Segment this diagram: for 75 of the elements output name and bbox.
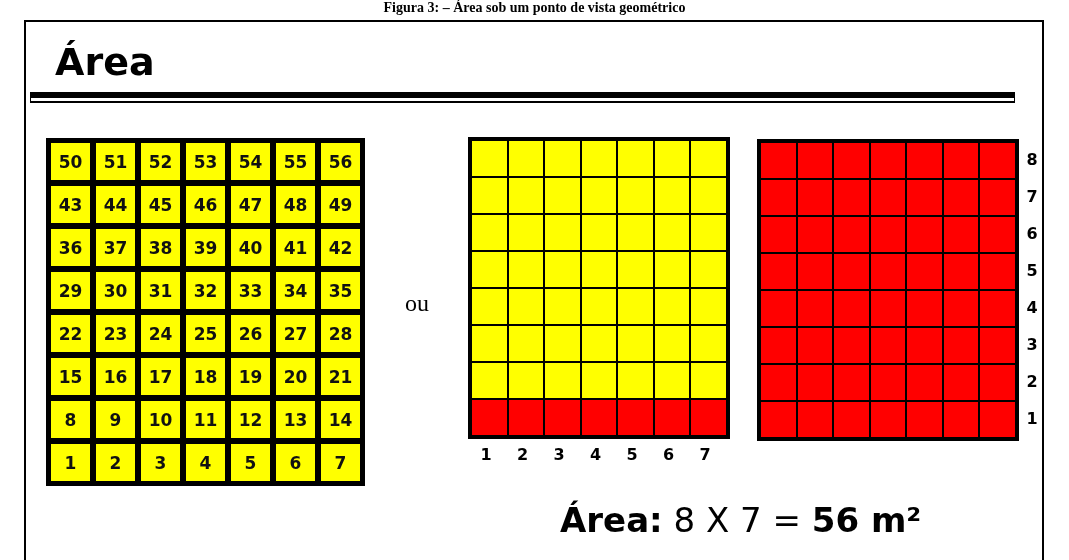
grid-cell: 1: [48, 441, 93, 484]
grid-cell: 30: [93, 269, 138, 312]
grid-cell: 10: [138, 398, 183, 441]
grid-cell: 42: [318, 226, 363, 269]
grid-cell: 54: [228, 140, 273, 183]
axis-number: 5: [1025, 261, 1039, 280]
grid-cell: 17: [138, 355, 183, 398]
grid-cell: 27: [273, 312, 318, 355]
grid-cell: 22: [48, 312, 93, 355]
grid-cell: 16: [93, 355, 138, 398]
grid-cell: 56: [318, 140, 363, 183]
grid-cell: 33: [228, 269, 273, 312]
grid-cell: 13: [273, 398, 318, 441]
grid-cell: 23: [93, 312, 138, 355]
grid-cell: 26: [228, 312, 273, 355]
grid-cell: 12: [228, 398, 273, 441]
axis-number: 1: [1025, 409, 1039, 428]
grid-cell: 14: [318, 398, 363, 441]
grid-cell: 29: [48, 269, 93, 312]
grid-cell: 52: [138, 140, 183, 183]
grid-cell: 2: [93, 441, 138, 484]
axis-number: 1: [479, 445, 493, 464]
axis-number: 6: [661, 445, 676, 464]
grid-cell: 6: [273, 441, 318, 484]
grid-cell: 53: [183, 140, 228, 183]
grid-cell: 47: [228, 183, 273, 226]
grid-cell: 15: [48, 355, 93, 398]
axis-number: 3: [1025, 335, 1039, 354]
grid-cell: 7: [318, 441, 363, 484]
grid-cell: 40: [228, 226, 273, 269]
grid-cell: 39: [183, 226, 228, 269]
grid-cell: 51: [93, 140, 138, 183]
grid-cell: 28: [318, 312, 363, 355]
axis-number: 6: [1025, 224, 1039, 243]
grid-cell: 46: [183, 183, 228, 226]
grid-cell: 24: [138, 312, 183, 355]
axis-number: 7: [698, 445, 712, 464]
grid-cell: 38: [138, 226, 183, 269]
grid-cell: 5: [228, 441, 273, 484]
grid-cell: 20: [273, 355, 318, 398]
grid-cell: 43: [48, 183, 93, 226]
slide-title: Área: [55, 40, 155, 84]
axis-number: 4: [1025, 298, 1039, 317]
grid-cell: 21: [318, 355, 363, 398]
area-formula: Área: 8 X 7 = 56 m²: [560, 500, 922, 540]
axis-number: 2: [1025, 372, 1039, 391]
grid-cell: 31: [138, 269, 183, 312]
grid-cell: 41: [273, 226, 318, 269]
grid-cell: 9: [93, 398, 138, 441]
axis-number: 3: [552, 445, 566, 464]
grid-cell: 50: [48, 140, 93, 183]
grid-cell: 4: [183, 441, 228, 484]
grid-cell: 36: [48, 226, 93, 269]
axis-number: 8: [1025, 150, 1039, 169]
grid-cell: 35: [318, 269, 363, 312]
grid-cell: 8: [48, 398, 93, 441]
grid-cell: 55: [273, 140, 318, 183]
grid-cell: 44: [93, 183, 138, 226]
grid-cell: 19: [228, 355, 273, 398]
axis-number: 5: [625, 445, 639, 464]
connector-word: ou: [405, 290, 429, 317]
grid-cell: 11: [183, 398, 228, 441]
grid-cell: 34: [273, 269, 318, 312]
grid-cell: 37: [93, 226, 138, 269]
axis-number: 7: [1025, 187, 1039, 206]
grid-cell: 25: [183, 312, 228, 355]
grid-cell: 45: [138, 183, 183, 226]
axis-number: 2: [515, 445, 530, 464]
grid-cell: 32: [183, 269, 228, 312]
figure-caption: Figura 3: – Área sob um ponto de vista geométrico: [382, 0, 687, 16]
grid-cell: 18: [183, 355, 228, 398]
axis-number: 4: [588, 445, 603, 464]
grid-cell: 49: [318, 183, 363, 226]
grid-cell: 48: [273, 183, 318, 226]
grid-cell: 3: [138, 441, 183, 484]
